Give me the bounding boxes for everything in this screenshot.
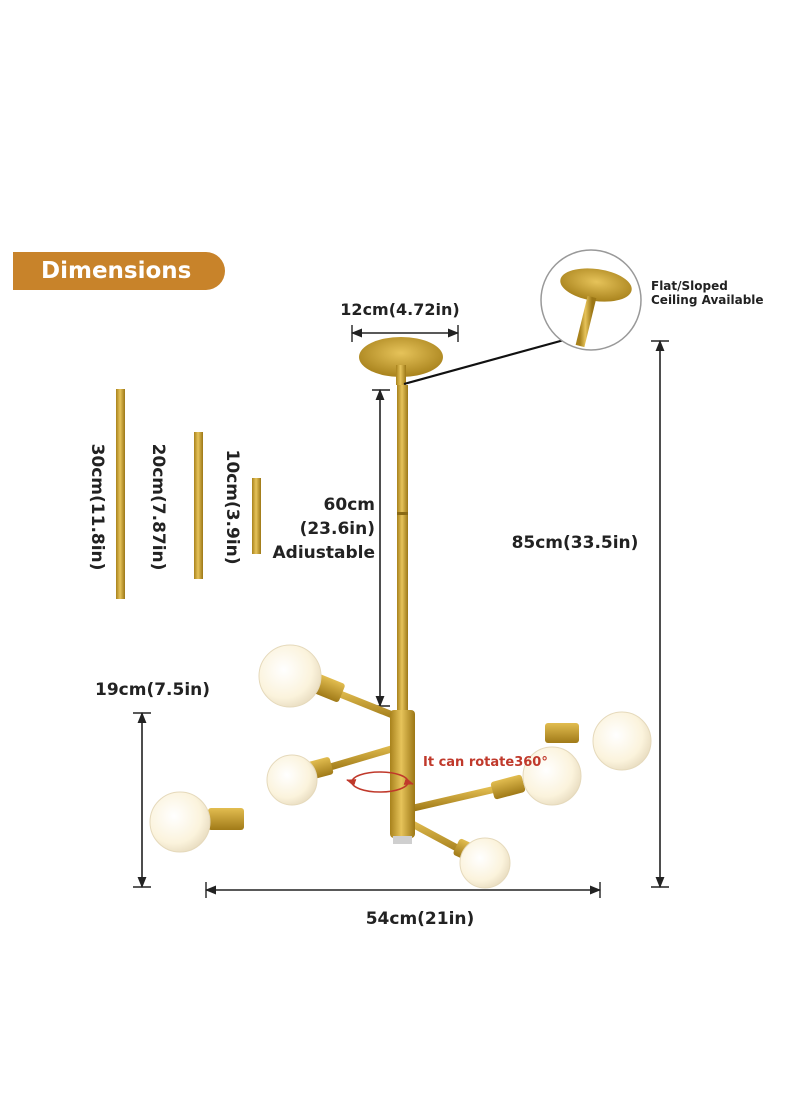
bulb-lower-right bbox=[459, 837, 511, 889]
ceiling-canopy bbox=[359, 337, 443, 377]
rotate-label: It can rotate360° bbox=[423, 755, 548, 770]
rod-length-label-2: (23.6in) bbox=[300, 519, 375, 539]
central-hub bbox=[390, 710, 415, 838]
rod-sample-20 bbox=[194, 432, 203, 579]
rod-length-label-1: 60cm bbox=[324, 495, 375, 515]
bulb-left bbox=[149, 791, 211, 853]
rod-30-label: 30cm(11.8in) bbox=[87, 444, 107, 571]
bulb-mid-right bbox=[522, 746, 582, 806]
canopy-width-label: 12cm(4.72in) bbox=[340, 300, 459, 319]
rod-10-label: 10cm(3.9in) bbox=[222, 449, 242, 564]
overall-height-label: 85cm(33.5in) bbox=[512, 533, 639, 553]
dimensions-banner: Dimensions bbox=[13, 252, 225, 290]
downrod bbox=[397, 385, 408, 710]
ceiling-note-line1: Flat/Sloped bbox=[651, 279, 728, 293]
rod-sample-10 bbox=[252, 478, 261, 554]
zoom-leader-line bbox=[403, 335, 576, 386]
rod-sample-30 bbox=[116, 389, 125, 599]
ceiling-note-line2: Ceiling Available bbox=[651, 293, 764, 307]
rod-length-label-3: Adiustable bbox=[273, 543, 376, 563]
rotate-indicator bbox=[346, 771, 414, 793]
bulbs bbox=[149, 644, 652, 889]
sloped-ceiling-detail bbox=[540, 249, 642, 351]
overall-width-label: 54cm(21in) bbox=[366, 909, 475, 929]
rod-20-label: 20cm(7.87in) bbox=[148, 444, 168, 571]
bulb-mid-left bbox=[266, 754, 318, 806]
body-height-label: 19cm(7.5in) bbox=[95, 680, 210, 700]
bulb-upper-left bbox=[258, 644, 322, 708]
bulb-right bbox=[592, 711, 652, 771]
